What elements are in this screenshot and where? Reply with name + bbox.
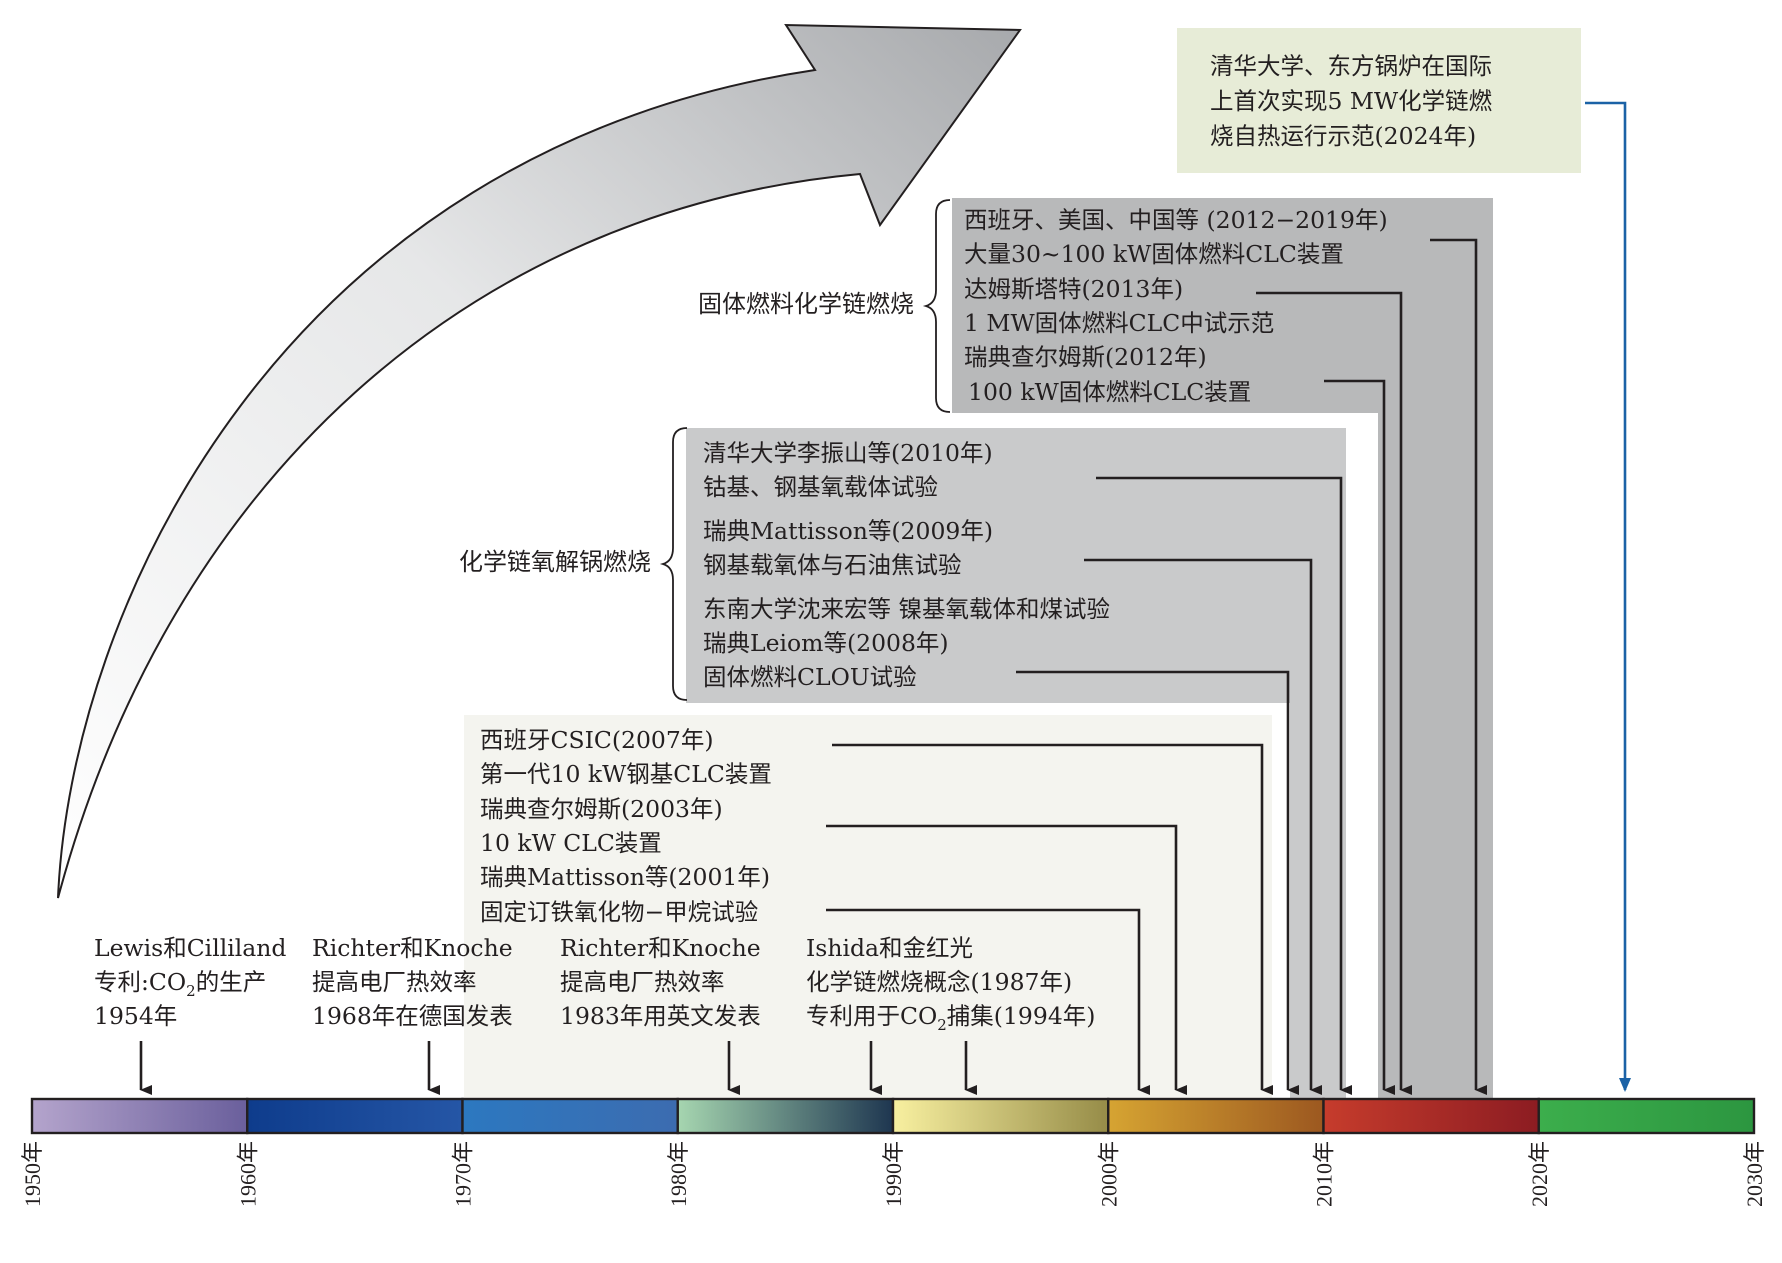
connectors [139,238,1487,1095]
connector-2008 [1016,670,1299,1095]
solid-fuel-group-label: 固体燃料化学链燃烧 [698,290,914,318]
connector-2003 [826,824,1187,1095]
timeline-segment-6 [1322,1097,1540,1135]
year-label-8: 2030年 [1742,1141,1767,1207]
event-1994-co2-suffix: 捕集(1994年) [947,1002,1096,1030]
event-1954-co2-sub: 2 [186,982,196,1000]
event-1994-co2-sub: 2 [937,1016,947,1034]
event-1954-line-2: 专利:CO2的生产 [94,968,266,1000]
box-2001-2007-line-1: 西班牙CSIC(2007年) [480,726,714,754]
year-label-2: 1970年 [451,1141,476,1207]
connector-2013 [1256,291,1412,1095]
milestone-2024-line-2: 上首次实现5 MW化学链燃 [1210,87,1492,115]
event-1954-co2-suffix: 的生产 [196,968,267,996]
event-1983-line-2: 提高电厂热效率 [560,968,725,996]
solid-fuel-line-6: 100 kW固体燃料CLC装置 [968,378,1251,406]
solid-fuel-brace [922,199,951,413]
connector-2010 [1096,476,1352,1095]
connector-2007 [832,743,1273,1095]
timeline-year-labels: 1950年 1960年 1970年 1980年 1990年 2000年 2010年 2020年… [20,1141,1767,1207]
timeline-segment-0 [30,1097,249,1135]
connector-2012 [1324,379,1395,1095]
timeline-segment-2 [461,1097,679,1135]
clou-line-6: 瑞典Leiom等(2008年) [703,629,949,657]
box-2001-2007-line-6: 固定订铁氧化物−甲烷试验 [480,898,758,926]
year-label-4: 1990年 [881,1141,906,1207]
timeline-segment-3 [676,1097,895,1135]
clou-line-3: 瑞典Mattisson等(2009年) [703,517,993,545]
box-2001-2007-line-5: 瑞典Mattisson等(2001年) [480,863,770,891]
year-label-5: 2000年 [1096,1141,1121,1207]
solid-fuel-line-2: 大量30~100 kW固体燃料CLC装置 [964,240,1344,268]
box-2001-2007-line-2: 第一代10 kW钢基CLC装置 [480,760,772,788]
milestone-2024-panel [1177,28,1581,173]
box-2001-2007 [464,715,1272,1098]
connector-2024-arrowhead [1619,1078,1631,1092]
year-label-3: 1980年 [666,1141,691,1207]
milestone-2024-line-3: 烧自热运行示范(2024年) [1210,122,1476,150]
clou-line-2: 钴基、钢基氧载体试验 [703,473,938,501]
connector-2009 [1084,558,1322,1095]
event-1954-line-3: 1954年 [94,1002,177,1030]
clou-line-5: 东南大学沈来宏等 镍基氧载体和煤试验 [703,595,1110,623]
event-1954-co2: 专利:CO [94,968,186,996]
clou-line-1: 清华大学李振山等(2010年) [703,439,993,467]
timeline-segment-7 [1537,1097,1756,1135]
solid-fuel-line-1: 西班牙、美国、中国等 (2012−2019年) [964,206,1388,234]
year-label-7: 2020年 [1527,1141,1552,1207]
event-1987-line-2: 化学链燃烧概念(1987年) [806,968,1072,996]
milestone-2024-line-1: 清华大学、东方锅炉在国际 [1210,52,1492,80]
event-1968-line-1: Richter和Knoche [312,934,513,962]
solid-fuel-line-5: 瑞典查尔姆斯(2012年) [964,343,1207,371]
year-label-0: 1950年 [20,1141,45,1207]
solid-fuel-line-4: 1 MW固体燃料CLC中试示范 [964,309,1274,337]
event-1954-line-1: Lewis和Cilliland [94,934,286,962]
event-1994-co2: 专利用于CO [806,1002,937,1030]
box-2001-2007-lower [1138,932,1272,1098]
timeline-segment-1 [246,1097,464,1135]
event-1968-line-3: 1968年在德国发表 [312,1002,513,1030]
clou-brace [659,427,688,701]
year-label-1: 1960年 [235,1141,260,1207]
event-1968-line-2: 提高电厂热效率 [312,968,477,996]
event-1983-line-3: 1983年用英文发表 [560,1002,761,1030]
box-2001-2007-line-3: 瑞典查尔姆斯(2003年) [480,795,723,823]
timeline-segment-4 [891,1097,1110,1135]
connector-2024 [1585,101,1627,1090]
trend-arrow [57,23,1022,899]
connector-2001 [826,908,1150,1095]
event-1987-line-3: 专利用于CO2捕集(1994年) [806,1002,1095,1034]
solid-fuel-panel-lower [1378,198,1493,1098]
clou-group-label: 化学链氧解锅燃烧 [459,548,651,576]
connector-2012-2019 [1430,238,1487,1095]
box-2001-2007-line-4: 10 kW CLC装置 [480,829,662,857]
event-1987-line-1: Ishida和金红光 [806,934,973,962]
clou-group-panel-lower [1290,428,1346,1098]
timeline-segment-5 [1107,1097,1325,1135]
event-1983-line-1: Richter和Knoche [560,934,761,962]
clou-line-7: 固体燃料CLOU试验 [703,663,917,691]
solid-fuel-line-3: 达姆斯塔特(2013年) [964,275,1183,303]
clou-line-4: 钢基载氧体与石油焦试验 [703,551,962,579]
timeline-bar [30,1097,1756,1135]
clou-group-panel [686,428,1346,703]
year-label-6: 2010年 [1312,1141,1337,1207]
